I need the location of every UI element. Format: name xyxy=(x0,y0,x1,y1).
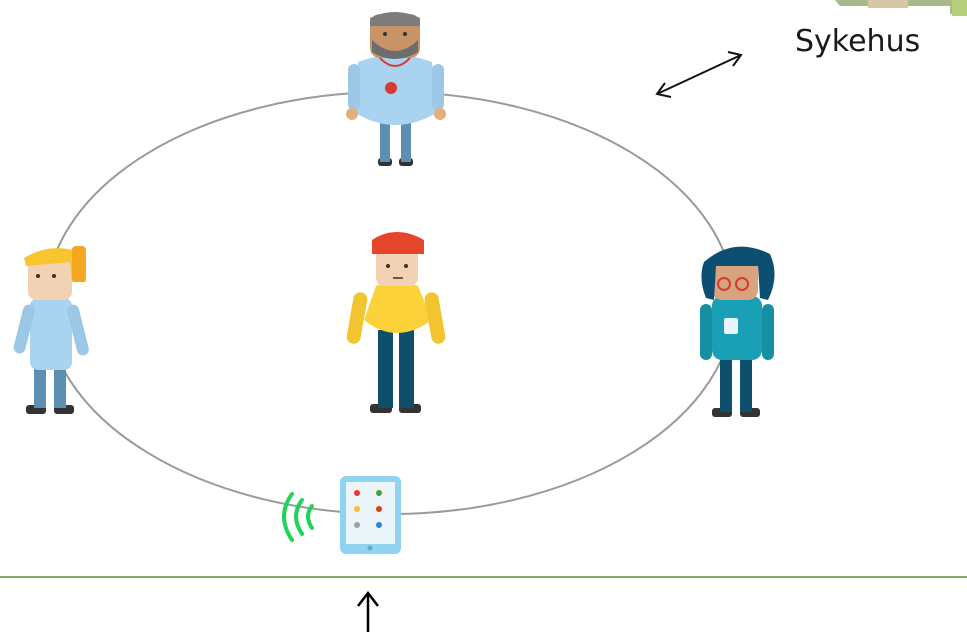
family-member-figure xyxy=(13,246,89,414)
hospital-building-icon xyxy=(835,0,967,16)
patient-figure xyxy=(346,232,446,413)
nurse-figure xyxy=(700,246,775,417)
doctor-figure xyxy=(346,12,446,166)
wireless-signal-icon xyxy=(282,492,314,542)
up-arrow-icon xyxy=(357,590,379,632)
tablet-icon xyxy=(340,476,401,554)
hospital-label: Sykehus xyxy=(795,24,921,59)
double-arrow-icon xyxy=(655,51,743,98)
